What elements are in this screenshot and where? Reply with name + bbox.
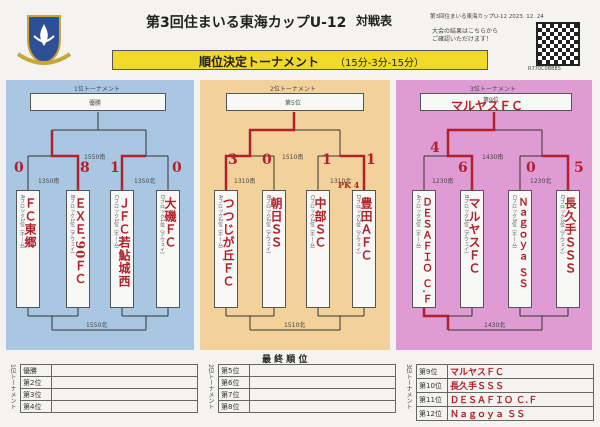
panel-1-right-time: 1350北 [134, 178, 156, 185]
qr-code-icon [536, 22, 580, 66]
final-table-2: 第5位 第6位 第7位 第8位 [218, 364, 396, 413]
panel-3-slot-d: Dブロック3位（アウェイ）長久手ＳＳＳ [556, 190, 580, 308]
panel-2-pk: PK 4 [338, 180, 360, 190]
panel-3-bottom-time: 1430北 [484, 322, 506, 329]
final-t2-label: 2位トーナメント [207, 364, 214, 410]
final-heading: 最 終 順 位 [262, 355, 308, 365]
final-t1-label: 1位トーナメント [9, 364, 16, 410]
panel-3-slot-c: Cブロック3位（ホーム）Ｎａｇｏｙａ ＳＳ [508, 190, 532, 308]
panel-3-winner-label: 第9位 [483, 97, 499, 104]
panel-1-title: 1位トーナメント [74, 86, 120, 93]
panel-3-winner-name: マルヤスＦＣ [451, 99, 524, 113]
panel-2-right-time: 1310北 [330, 178, 352, 185]
panel-2-score-b: 0 [262, 152, 272, 168]
panel-3-title: 3位トーナメント [470, 86, 516, 93]
page-title: 第3回住まいる東海カップU-12 [146, 15, 347, 31]
panel-2-score-c: 1 [322, 152, 332, 168]
panel-2-winner-label: 第5位 [285, 100, 301, 107]
panel-2-slot-c: Cブロック2位（ホーム）中部ＳＣ [306, 190, 330, 308]
panel-2-bottom-time: 1510北 [284, 322, 306, 329]
panel-3-slot-b: Bブロック3位（アウェイ）マルヤスＦＣ [460, 190, 484, 308]
panel-1-final-time: 1550南 [84, 154, 106, 161]
panel-3-winner-box: 第9位 マルヤスＦＣ [420, 93, 572, 113]
panel-3-slot-a: Aブロック3位（ホーム）ＤＥＳＡＦＩＯ Ｃ.Ｆ [412, 190, 436, 308]
panel-1-slot-b: Bブロック1位（アウェイ）ＥＸＥ'90ＦＣ [66, 190, 90, 308]
panel-2-left-time: 1310南 [234, 178, 256, 185]
qr-note-2: ご確認いただけます！ [432, 36, 493, 43]
panel-3-left-time: 1230南 [432, 178, 454, 185]
panel-2-final-time: 1510南 [282, 154, 304, 161]
panel-1-score-d: 0 [172, 160, 182, 176]
panel-3-right-time: 1230北 [530, 178, 552, 185]
panel-1-winner-label: 優勝 [89, 100, 102, 107]
panel-2-score-d: 1 [366, 152, 376, 168]
panel-3-score-a: 4 [430, 140, 440, 156]
panel-1-slot-a: Aブロック1位（ホーム）ＦＣ東郷 [16, 190, 40, 308]
panel-1-left-time: 1350南 [38, 178, 60, 185]
qr-code-text: R770C0BB8S [528, 66, 561, 72]
page-subtitle: 対戦表 [356, 14, 393, 28]
banner: 順位決定トーナメント （15分-3分-15分） [112, 50, 488, 70]
panel-2-score-a: 3 [228, 152, 238, 168]
panel-3-score-b: 6 [458, 160, 468, 176]
emblem-icon [14, 10, 74, 70]
panel-2-slot-b: Bブロック2位（アウェイ）朝日ＳＳ [262, 190, 286, 308]
final-table-1: 優勝 第2位 第3位 第4位 [20, 364, 198, 413]
panel-2-winner-box: 第5位 [226, 93, 364, 111]
panel-1-score-c: 1 [110, 160, 120, 176]
panel-2-title: 2位トーナメント [270, 86, 316, 93]
qr-note-1: 大会の結果はこちらから [432, 28, 499, 35]
banner-rule: （15分-3分-15分） [335, 58, 425, 69]
panel-1-score-a: 0 [14, 160, 24, 176]
panel-1-slot-d: Dブロック1位（アウェイ）大磯ＦＣ [156, 190, 180, 308]
panel-3-score-d: 5 [574, 160, 584, 176]
panel-1-bottom-time: 1550北 [86, 322, 108, 329]
small-title: 第3回住まいる東海カップU-12 2023. 12. 24 [430, 14, 544, 20]
panel-1-score-b: 8 [80, 160, 90, 176]
panel-1-winner-box: 優勝 [30, 93, 166, 111]
panel-2-slot-a: Aブロック2位（ホーム）つつじが丘ＦＣ [214, 190, 238, 308]
final-t3-label: 3位トーナメント [405, 364, 412, 410]
panel-2-slot-d: Dブロック2位（アウェイ）豊田ＡＦＣ [352, 190, 376, 308]
panel-3-final-time: 1430南 [482, 154, 504, 161]
panel-1-slot-c: Cブロック1位（ホーム）ＪＦＣ若鮎城西 [110, 190, 134, 308]
panel-3-score-c: 0 [526, 160, 536, 176]
banner-title: 順位決定トーナメント [199, 55, 320, 69]
